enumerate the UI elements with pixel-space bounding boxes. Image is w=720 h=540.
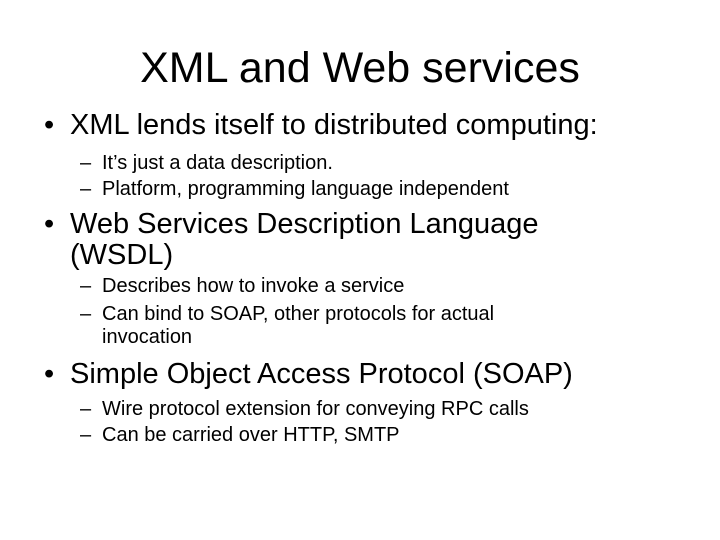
sub-bullet-text: It’s just a data description. [102, 152, 333, 174]
sub-bullet-cont: invocation [102, 326, 702, 348]
bullet-icon: • [44, 208, 55, 240]
bullet-wsdl-cont: (WSDL) [70, 240, 710, 271]
sub-bullet-text-cont: invocation [102, 326, 193, 348]
sub-bullet: – Describes how to invoke a service [80, 275, 702, 297]
bullet-wsdl: • Web Services Description Language [44, 208, 710, 240]
bullet-text: XML lends itself to distributed computin… [70, 109, 598, 141]
dash-icon: – [80, 275, 92, 297]
dash-icon: – [80, 152, 92, 174]
sub-bullet: – Can bind to SOAP, other protocols for … [80, 303, 702, 325]
sub-bullet: – Platform, programming language indepen… [80, 178, 702, 200]
dash-icon: – [80, 398, 92, 420]
sub-bullet: – Wire protocol extension for conveying … [80, 398, 702, 420]
bullet-xml: • XML lends itself to distributed comput… [44, 109, 710, 141]
bullet-icon: • [44, 358, 55, 390]
dash-icon: – [80, 303, 92, 325]
dash-icon: – [80, 424, 92, 446]
bullet-text: Web Services Description Language [70, 208, 539, 240]
sub-bullet-text: Can bind to SOAP, other protocols for ac… [102, 303, 495, 325]
bullet-text: Simple Object Access Protocol (SOAP) [70, 358, 573, 390]
bullet-soap: • Simple Object Access Protocol (SOAP) [44, 358, 710, 390]
sub-bullet-text: Platform, programming language independe… [102, 178, 509, 200]
sub-bullet-text: Can be carried over HTTP, SMTP [102, 424, 400, 446]
sub-bullet: – Can be carried over HTTP, SMTP [80, 424, 702, 446]
bullet-text-cont: (WSDL) [70, 239, 174, 271]
sub-bullet-text: Wire protocol extension for conveying RP… [102, 398, 529, 420]
sub-bullet: – It’s just a data description. [80, 152, 702, 174]
slide-title: XML and Web services [140, 44, 580, 92]
bullet-icon: • [44, 109, 55, 141]
dash-icon: – [80, 178, 92, 200]
sub-bullet-text: Describes how to invoke a service [102, 275, 405, 297]
